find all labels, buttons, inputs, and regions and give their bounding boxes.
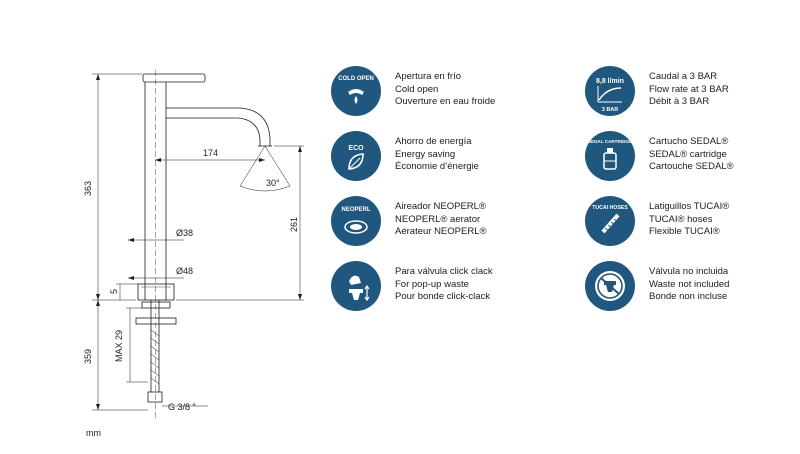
feature-line: Para válvula click clack [395, 266, 493, 277]
feature-line: Flow rate at 3 BAR [649, 83, 729, 95]
feature-line: Aireador NEOPERL® [395, 201, 486, 212]
svg-text:NEOPERL: NEOPERL [341, 207, 370, 213]
svg-text:ECO: ECO [348, 145, 364, 152]
svg-text:SEDAL CARTRIDGE: SEDAL CARTRIDGE [588, 139, 632, 144]
feature-line: Válvula no incluida [649, 266, 729, 277]
dim-base-diameter: Ø48 [176, 266, 193, 276]
feature-neoperl-aerator: NEOPERL Aireador NEOPERL® NEOPERL® aerat… [331, 196, 551, 248]
feature-line: Cartouche SEDAL® [649, 161, 734, 172]
sedal-cartridge-icon: SEDAL CARTRIDGE [585, 131, 635, 181]
dim-spout-reach: 174 [203, 148, 218, 158]
feature-line: Latiguillos TUCAI® [649, 201, 730, 212]
dim-base-gap: 5 [109, 289, 119, 294]
technical-drawing: 363 174 30° 261 Ø38 Ø48 5 MAX 29 359 G 3… [83, 70, 304, 420]
feature-line: Débit à 3 BAR [649, 96, 710, 107]
cold-open-icon: COLD OPEN [331, 66, 381, 116]
dim-hose-length: 359 [83, 349, 93, 364]
popup-waste-icon [331, 261, 381, 311]
feature-line: Caudal a 3 BAR [649, 71, 718, 82]
feature-line: Waste not included [649, 278, 730, 290]
dim-thread: G 3/8 " [168, 402, 196, 412]
svg-text:COLD OPEN: COLD OPEN [338, 76, 374, 82]
feature-line: TUCAI® hoses [649, 213, 713, 225]
feature-line: Ahorro de energía [395, 136, 472, 147]
dim-body-diameter: Ø38 [176, 228, 193, 238]
unit-label: mm [86, 428, 101, 438]
feature-no-waste: Válvula no incluida Waste not included B… [585, 261, 800, 313]
feature-sedal-cartridge: SEDAL CARTRIDGE Cartucho SEDAL® SEDAL® c… [585, 131, 800, 183]
feature-flow-rate: 8,8 l/min 3 BAR Caudal a 3 BAR Flow rate… [585, 66, 800, 118]
no-waste-icon [585, 261, 635, 311]
feature-tucai-hoses: TUCAI HOSES Latiguillos TUCAI® TUCAI® ho… [585, 196, 800, 248]
feature-popup-waste: Para válvula click clack For pop-up wast… [331, 261, 551, 313]
feature-line: Apertura en frío [395, 71, 462, 82]
feature-line: Cartucho SEDAL® [649, 136, 729, 147]
neoperl-icon: NEOPERL [331, 196, 381, 246]
feature-cold-open: COLD OPEN Apertura en frío Cold open Ouv… [331, 66, 551, 118]
dim-spout-height: 261 [289, 217, 299, 232]
feature-line: Pour bonde click-clack [395, 291, 491, 302]
dim-max-thickness: MAX 29 [114, 330, 124, 362]
svg-text:TUCAI HOSES: TUCAI HOSES [592, 205, 628, 211]
feature-line: Energy saving [395, 148, 456, 160]
feature-line: Bonde non incluse [649, 291, 728, 302]
feature-line: Économie d’énergie [395, 161, 479, 172]
feature-line: SEDAL® cartridge [649, 148, 727, 160]
tucai-hoses-icon: TUCAI HOSES [585, 196, 635, 246]
eco-icon: ECO [331, 131, 381, 181]
dim-spout-angle: 30° [266, 178, 280, 188]
feature-line: Flexible TUCAI® [649, 226, 720, 237]
feature-line: For pop-up waste [395, 278, 469, 290]
feature-line: NEOPERL® aerator [395, 213, 481, 225]
feature-energy-saving: ECO Ahorro de energía Energy saving Écon… [331, 131, 551, 183]
flow-rate-icon: 8,8 l/min 3 BAR [585, 66, 635, 116]
feature-line: Aérateur NEOPERL® [395, 226, 487, 237]
feature-line: Ouverture en eau froide [395, 96, 496, 107]
svg-text:3 BAR: 3 BAR [602, 107, 619, 113]
dim-height-total: 363 [83, 181, 93, 196]
feature-line: Cold open [395, 83, 439, 95]
svg-text:8,8 l/min: 8,8 l/min [596, 78, 624, 85]
